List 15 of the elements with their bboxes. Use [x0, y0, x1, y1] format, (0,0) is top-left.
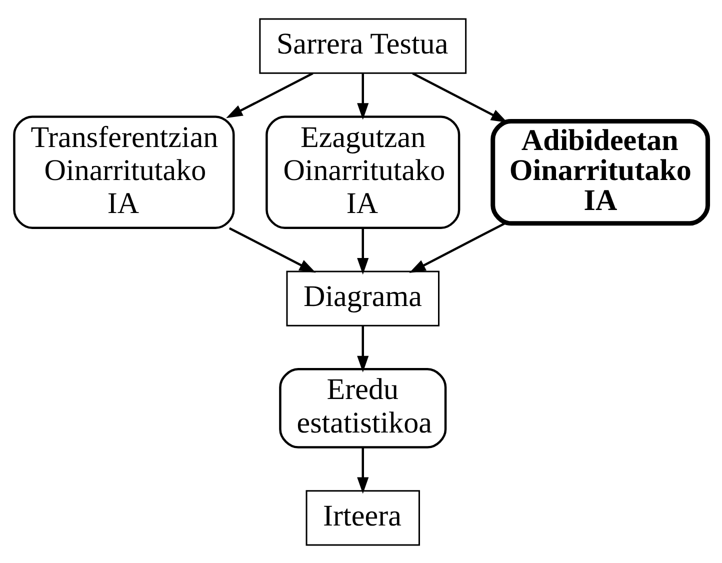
- node-box: Transferentzian Oinarritutako IA: [13, 115, 235, 229]
- node-box: Eredu estatistikoa: [279, 368, 447, 448]
- arrow: [357, 325, 369, 372]
- arrow: [409, 222, 505, 273]
- node-box: Diagrama: [286, 270, 440, 326]
- node-box: Irteera: [306, 490, 420, 546]
- arrow: [228, 226, 316, 272]
- node-box: Ezagutzan Oinarritutako IA: [266, 115, 460, 229]
- node-box: Sarrera Testua: [259, 18, 467, 74]
- arrow: [226, 72, 314, 118]
- arrow: [412, 72, 508, 122]
- node-box: Adibideetan Oinarritutako IA: [490, 118, 710, 226]
- arrow: [357, 447, 369, 494]
- arrow: [357, 73, 369, 120]
- arrow: [357, 228, 369, 274]
